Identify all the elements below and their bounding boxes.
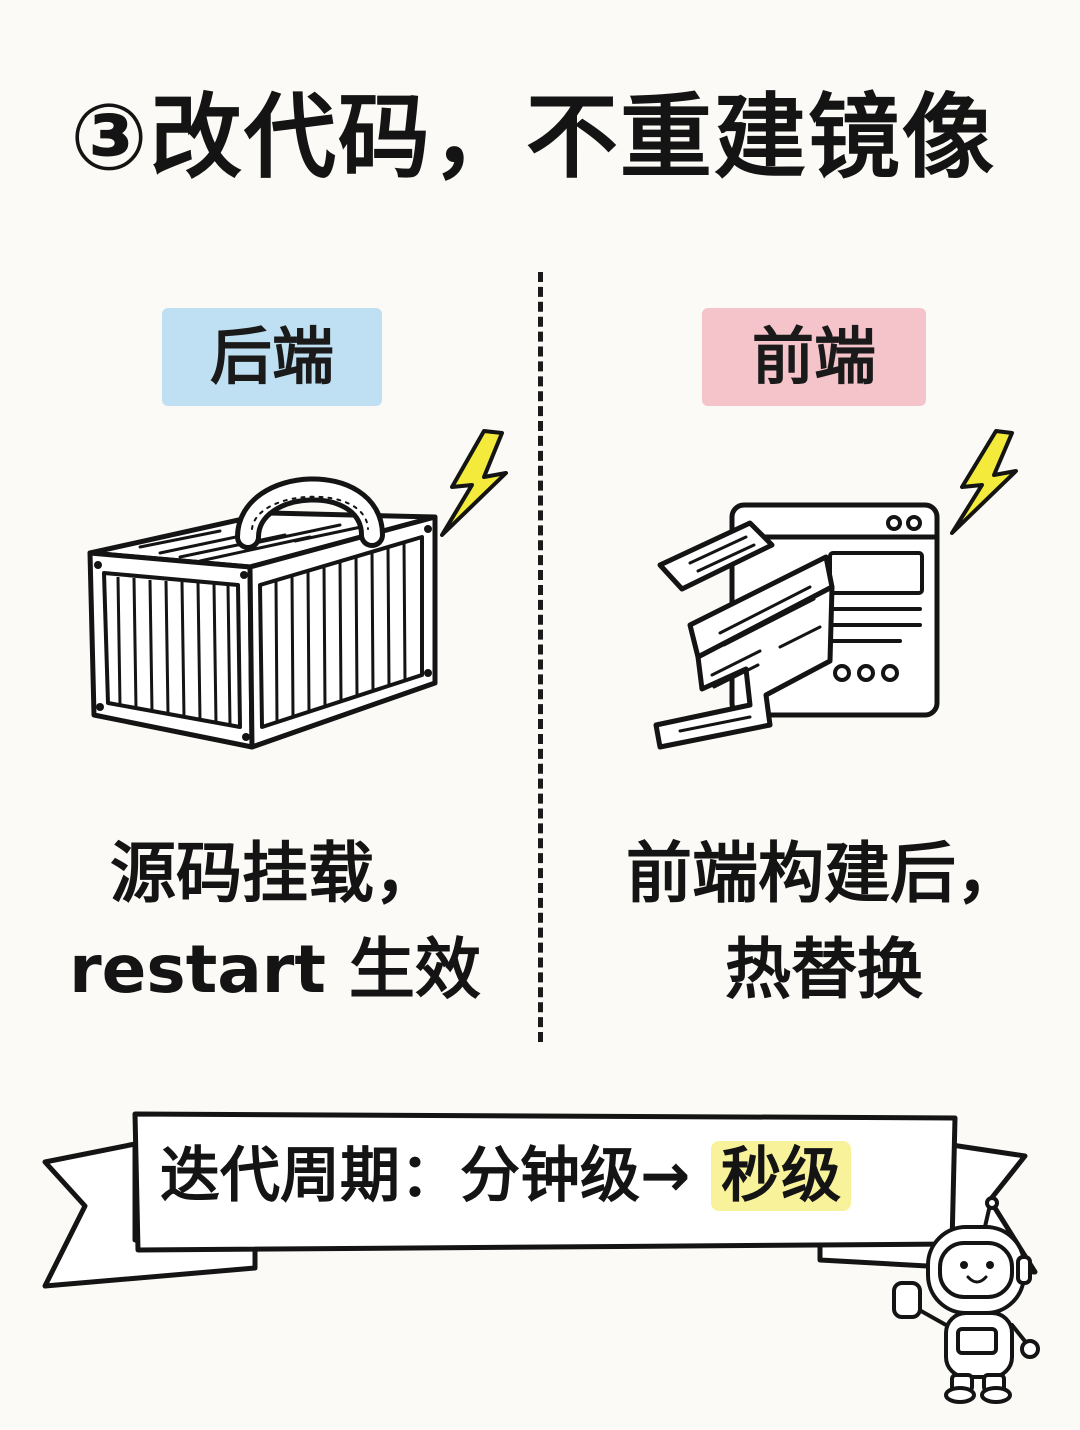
banner-text: 迭代周期：分钟级→ 秒级 [160, 1128, 960, 1224]
lightning-icon [440, 429, 508, 537]
page-title: ③改代码，不重建镜像 [70, 84, 996, 191]
shipping-container-icon [87, 429, 508, 750]
frontend-tag: 前端 [702, 308, 926, 406]
backend-caption-line2: restart 生效 [69, 931, 481, 1008]
frontend-caption: 前端构建后， 热替换 [604, 826, 1044, 1018]
frontend-caption-line1: 前端构建后， [626, 835, 1022, 912]
backend-caption: 源码挂载， restart 生效 [60, 826, 490, 1018]
robot-mascot-icon [892, 1196, 1040, 1404]
backend-caption-line1: 源码挂载， [110, 835, 440, 912]
section-divider [538, 272, 543, 1042]
frontend-caption-line2: 热替换 [725, 931, 923, 1008]
lightning-icon [950, 429, 1018, 535]
banner-prefix: 迭代周期：分钟级→ [160, 1141, 712, 1211]
backend-tag: 后端 [162, 308, 382, 406]
banner-highlight: 秒级 [711, 1141, 852, 1211]
browser-window-documents-icon [653, 429, 1018, 750]
